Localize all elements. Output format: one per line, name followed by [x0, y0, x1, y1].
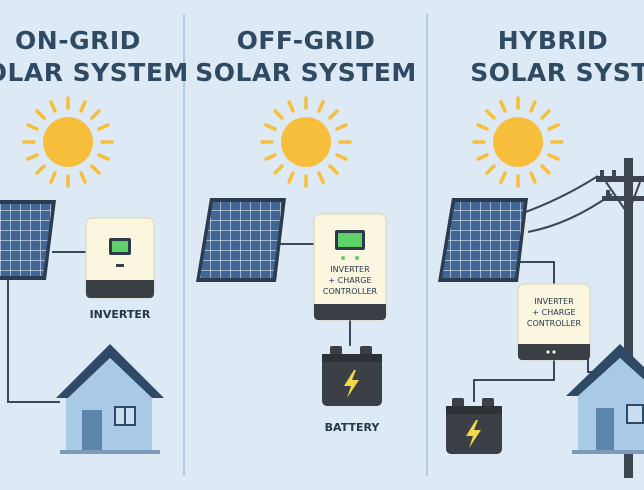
device-label-line: CONTROLLER — [322, 287, 378, 296]
solar-panel-icon — [196, 198, 286, 282]
battery-icon — [322, 346, 382, 406]
inverter-icon — [85, 217, 155, 299]
inverter-label: INVERTER — [89, 308, 151, 321]
on-grid-wiring — [7, 251, 88, 403]
sun-icon — [260, 96, 352, 188]
device-label-line: INVERTER — [330, 265, 370, 274]
on-grid-title-line1: ON-GRID — [15, 26, 141, 55]
device-label-line: INVERTER — [534, 297, 574, 306]
house-icon — [566, 344, 644, 454]
solar-panel-icon — [0, 200, 56, 280]
hybrid-title-line2: SOLAR SYSTEM — [470, 58, 644, 87]
off-grid-device-label: INVERTER + CHARGE CONTROLLER — [314, 264, 386, 297]
device-label-line: + CHARGE — [328, 276, 372, 285]
off-grid-title-line2: SOLAR SYSTEM — [195, 58, 417, 87]
on-grid-title-line2: SOLAR SYSTEM — [0, 58, 189, 87]
device-label-line: CONTROLLER — [526, 319, 582, 328]
device-label-line: + CHARGE — [532, 308, 576, 317]
hybrid-title-line1: HYBRID — [497, 26, 609, 55]
inverter-charge-controller-icon — [517, 283, 591, 361]
hybrid-device-label: INVERTER + CHARGE CONTROLLER — [518, 296, 590, 329]
utility-pole-icon — [596, 158, 644, 478]
inverter-charge-controller-icon — [313, 213, 387, 321]
battery-icon — [446, 398, 502, 454]
off-grid-title-line1: OFF-GRID — [236, 26, 376, 55]
solar-panel-icon — [438, 198, 528, 282]
battery-label: BATTERY — [324, 421, 380, 434]
house-icon — [56, 344, 164, 454]
sun-icon — [22, 96, 114, 188]
off-grid-wiring — [276, 243, 351, 346]
sun-icon — [472, 96, 564, 188]
